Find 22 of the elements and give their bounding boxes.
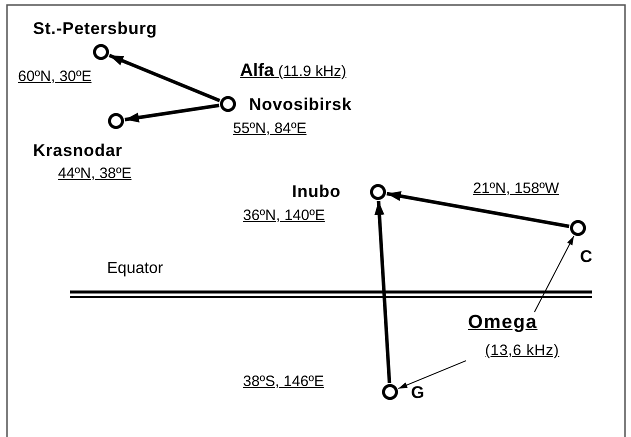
coordinates-label: 60ºN, 30ºE: [18, 68, 92, 85]
arrow: [374, 200, 392, 384]
arrow: [124, 104, 220, 122]
equator-label: Equator: [107, 260, 164, 278]
station-name: Inubo: [292, 182, 341, 202]
coordinates-label: 44ºN, 38ºE: [58, 165, 132, 182]
coordinates-label: 55ºN, 84ºE: [233, 120, 306, 137]
arrow: [386, 191, 570, 228]
station-name: Krasnodar: [33, 141, 123, 161]
coordinates-label: 21ºN, 158ºW: [473, 180, 559, 197]
station-name: G: [411, 383, 425, 403]
station-name: C: [580, 247, 593, 267]
station-name: St.-Petersburg: [33, 19, 158, 39]
coordinates-label: 38ºS, 146ºE: [243, 373, 324, 390]
arrow: [108, 54, 220, 102]
station-name: Novosibirsk: [249, 95, 352, 115]
arrow: [398, 360, 466, 390]
network-title: Alfa (11.9 kHz): [240, 60, 346, 81]
coordinates-label: 36ºN, 140ºE: [243, 207, 325, 224]
system-name: Omega: [468, 312, 538, 334]
arrow: [534, 236, 574, 312]
frequency-label: (13,6 kHz): [485, 342, 560, 359]
